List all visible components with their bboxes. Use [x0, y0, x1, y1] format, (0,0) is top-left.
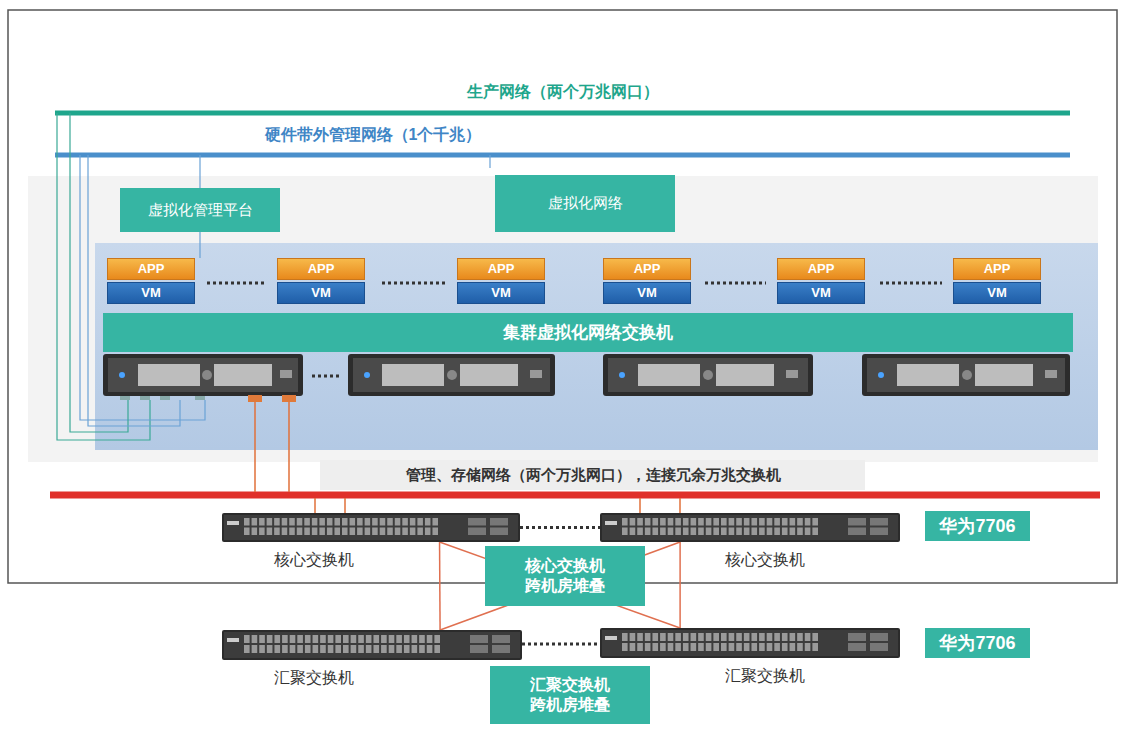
- storage-network-bar: [50, 492, 1100, 499]
- app-box: APP: [953, 258, 1041, 280]
- switch-graphic: [600, 628, 900, 658]
- box-text: VM: [135, 285, 167, 301]
- box-text: APP: [802, 261, 841, 277]
- switch-label: 核心交换机: [725, 550, 805, 571]
- vm-box: VM: [603, 282, 691, 304]
- teal-box: 集群虚拟化网络交换机: [103, 313, 1073, 352]
- vm-box: VM: [953, 282, 1041, 304]
- teal-box: 虚拟化网络: [495, 175, 675, 232]
- teal-box: 虚拟化管理平台: [120, 188, 280, 232]
- wire: [199, 155, 200, 188]
- outer-frame: [8, 10, 1117, 583]
- uplink-line: [440, 542, 680, 630]
- switch-graphic: [600, 513, 900, 542]
- teal-box: 汇聚交换机 跨机房堆叠: [490, 666, 650, 724]
- switch-graphic: [222, 630, 522, 660]
- app-box: APP: [277, 258, 365, 280]
- switch-node: 汇聚交换机: [600, 628, 900, 658]
- switch-label: 汇聚交换机: [725, 666, 805, 687]
- vm-box: VM: [777, 282, 865, 304]
- box-text: 华为7706: [933, 515, 1021, 538]
- switch-label: 汇聚交换机: [274, 668, 354, 689]
- teal-box: 华为7706: [925, 511, 1030, 541]
- box-text: 核心交换机 跨机房堆叠: [509, 556, 620, 596]
- teal-box: 华为7706: [925, 628, 1030, 658]
- switch-node: 核心交换机: [600, 513, 900, 542]
- switch-graphic: [222, 513, 520, 542]
- server: [348, 354, 555, 396]
- box-text: 集群虚拟化网络交换机: [497, 322, 679, 343]
- blue-panel: [95, 243, 1098, 450]
- switch-node: 核心交换机: [222, 513, 520, 542]
- box-text: 虚拟化管理平台: [142, 201, 259, 220]
- box-text: VM: [981, 285, 1013, 301]
- oob-network-bar: [55, 153, 1070, 158]
- server: [603, 354, 813, 396]
- box-text: VM: [805, 285, 837, 301]
- label-ground: [320, 460, 865, 490]
- network-label: 生产网络（两个万兆网口）: [464, 82, 662, 103]
- app-box: APP: [603, 258, 691, 280]
- cable: [255, 402, 680, 514]
- box-text: 虚拟化网络: [542, 194, 629, 213]
- app-box: APP: [777, 258, 865, 280]
- network-label: 硬件带外管理网络（1个千兆）: [262, 125, 485, 146]
- box-text: VM: [631, 285, 663, 301]
- box-text: APP: [132, 261, 171, 277]
- wire: [199, 232, 200, 258]
- vm-box: VM: [457, 282, 545, 304]
- vm-box: VM: [107, 282, 195, 304]
- box-text: VM: [485, 285, 517, 301]
- box-text: APP: [482, 261, 521, 277]
- uplink-line: [439, 542, 441, 630]
- app-box: APP: [457, 258, 545, 280]
- switch-label: 核心交换机: [274, 550, 354, 571]
- teal-box: 核心交换机 跨机房堆叠: [485, 546, 645, 606]
- grey-panel: [28, 176, 1098, 462]
- switch-node: 汇聚交换机: [222, 630, 522, 660]
- box-text: 汇聚交换机 跨机房堆叠: [514, 675, 625, 715]
- box-text: APP: [302, 261, 341, 277]
- stack-link: [522, 643, 600, 646]
- wire: [489, 155, 490, 168]
- production-network-bar: [55, 111, 1070, 116]
- server: [862, 354, 1070, 396]
- box-text: VM: [305, 285, 337, 301]
- server: [103, 354, 303, 402]
- app-box: APP: [107, 258, 195, 280]
- box-text: 华为7706: [933, 632, 1021, 655]
- uplink-line: [440, 542, 681, 628]
- vm-box: VM: [277, 282, 365, 304]
- box-text: APP: [628, 261, 667, 277]
- box-text: APP: [978, 261, 1017, 277]
- uplink-line: [679, 542, 681, 628]
- network-label: 管理、存储网络（两个万兆网口），连接冗余万兆交换机: [403, 466, 784, 485]
- stack-link: [520, 526, 600, 529]
